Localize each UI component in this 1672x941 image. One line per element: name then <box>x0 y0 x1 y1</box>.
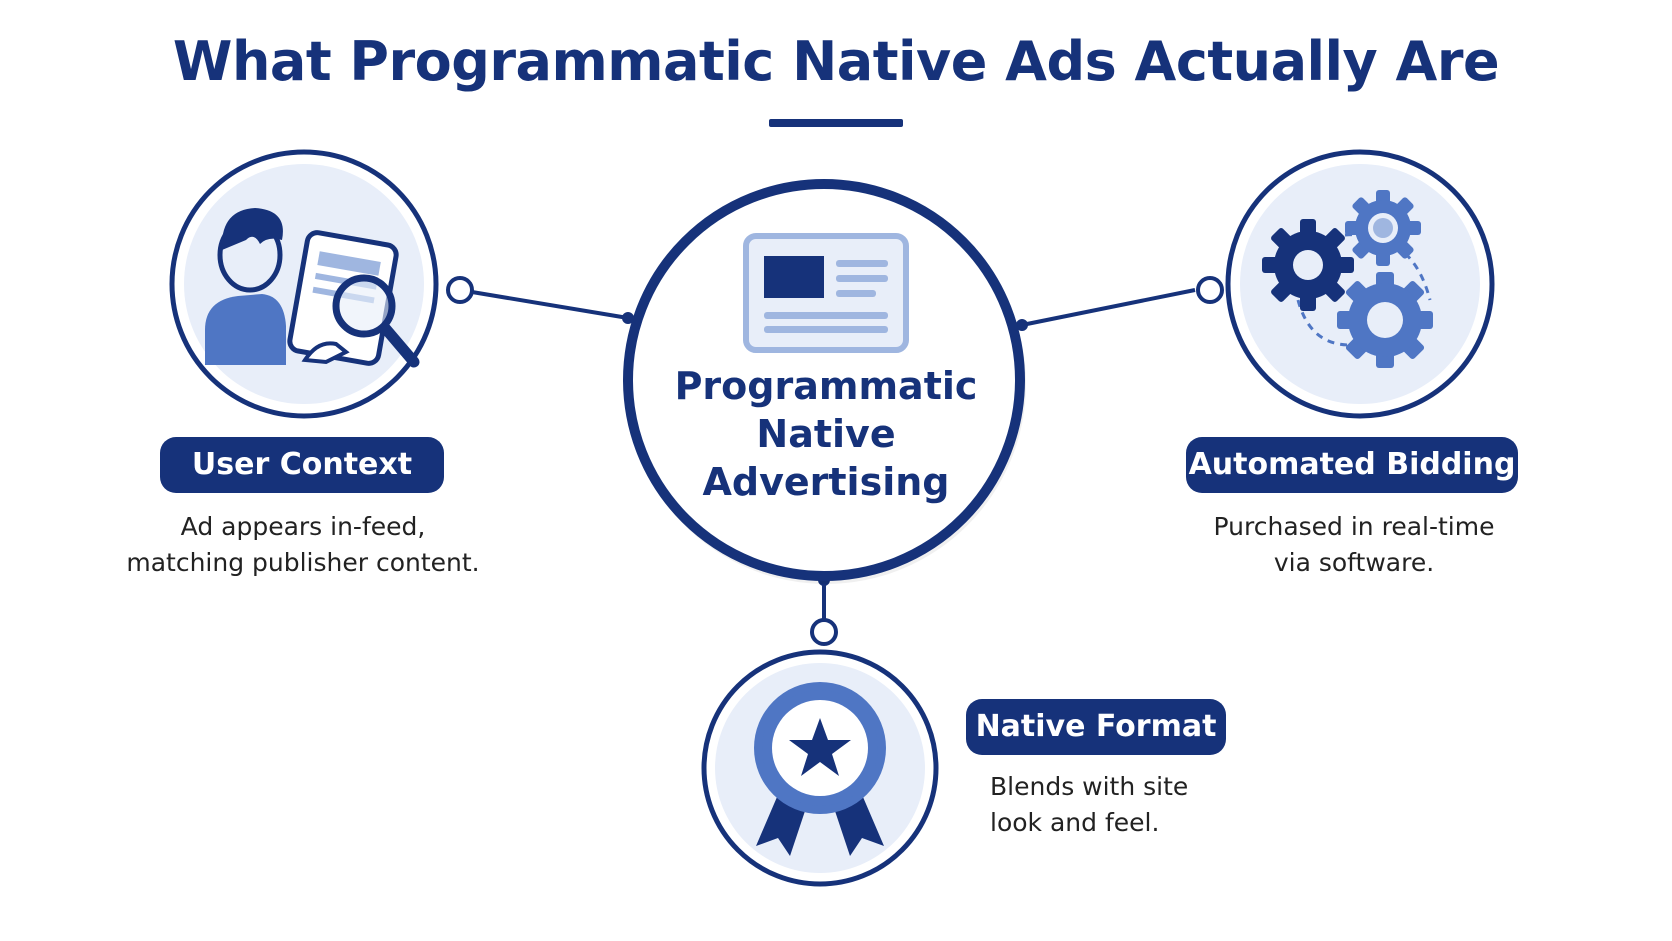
connector-dot-left <box>446 276 474 304</box>
automated-bidding-description: Purchased in real-time via software. <box>1176 509 1532 581</box>
connector-dots <box>446 276 1224 646</box>
user-context-desc-line1: Ad appears in-feed, <box>180 512 426 541</box>
center-label-line2: Native <box>756 412 896 456</box>
user-context-node <box>169 149 439 419</box>
center-label-line1: Programmatic <box>674 364 978 408</box>
automated-bidding-node <box>1225 149 1495 419</box>
page-title: What Programmatic Native Ads Actually Ar… <box>172 30 1500 93</box>
user-context-description: Ad appears in-feed, matching publisher c… <box>110 509 496 581</box>
center-label-line3: Advertising <box>702 460 950 504</box>
center-label: Programmatic Native Advertising <box>660 362 992 506</box>
native-ad-card-icon <box>743 233 909 353</box>
user-context-label: User Context <box>160 437 444 493</box>
connector-left <box>471 290 629 320</box>
connector-right <box>1021 288 1196 327</box>
award-ribbon-star-icon <box>754 682 886 856</box>
user-context-desc-line2: matching publisher content. <box>126 548 480 577</box>
user-reading-tablet-magnifier-icon <box>205 208 420 368</box>
gear-top <box>1345 190 1421 266</box>
native-format-desc-line2: look and feel. <box>990 808 1160 837</box>
center-circle <box>623 179 1025 581</box>
automated-bidding-desc-line2: via software. <box>1273 548 1435 577</box>
native-format-desc-line1: Blends with site <box>990 772 1189 801</box>
connector-dot-bottom <box>810 618 838 646</box>
gears-icon <box>1262 190 1433 368</box>
native-format-node <box>701 649 939 887</box>
native-format-label: Native Format <box>966 699 1226 755</box>
automated-bidding-label: Automated Bidding <box>1186 437 1518 493</box>
automated-bidding-desc-line1: Purchased in real-time <box>1213 512 1495 541</box>
native-format-description: Blends with site look and feel. <box>990 769 1290 841</box>
connector-dot-right <box>1196 276 1224 304</box>
gear-dark <box>1262 219 1354 311</box>
connector-dot-right-inner <box>1016 319 1028 331</box>
gear-bottom <box>1337 272 1433 368</box>
title-underline <box>769 119 903 127</box>
connector-dot-left-inner <box>622 312 634 324</box>
center-node <box>623 179 1026 584</box>
